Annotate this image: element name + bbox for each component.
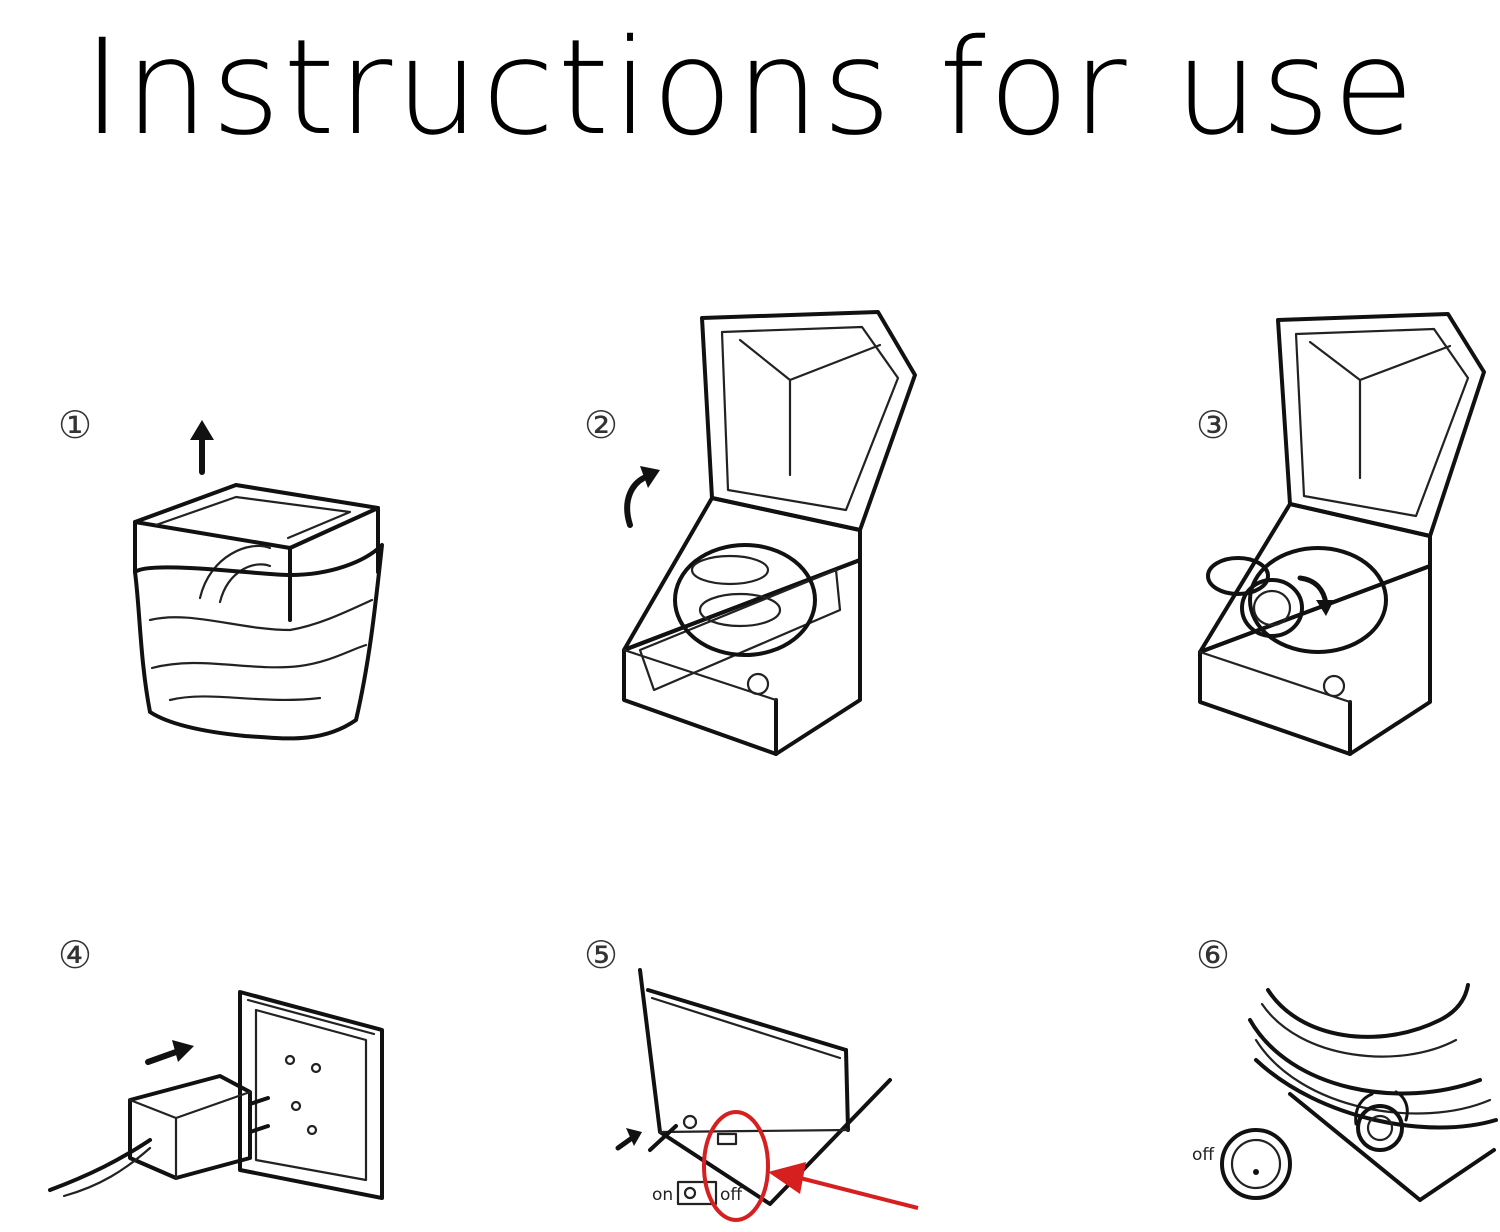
page-title: Instructions for use — [82, 10, 1418, 165]
box-in-bag-illustration — [133, 420, 384, 741]
step-6-number: ⑥ — [1196, 933, 1231, 977]
highlight-arrow-icon — [768, 1162, 919, 1210]
cable-arrow-icon — [615, 1128, 642, 1151]
right-arrow-icon — [145, 1040, 194, 1065]
highlight-circle — [702, 1110, 770, 1222]
control-dial-illustration: off — [1192, 983, 1498, 1202]
rotate-arrow-icon — [1354, 1090, 1409, 1126]
open-winder-illustration — [622, 310, 917, 756]
switch-off-label: off — [720, 1185, 743, 1205]
zoomed-dial-icon — [1220, 1128, 1292, 1200]
step-5-number: ⑤ — [584, 933, 619, 977]
dial-icon — [1356, 1104, 1404, 1152]
curved-arrow-icon — [624, 466, 660, 528]
switch-on-label: on — [652, 1185, 673, 1205]
power-switch-illustration: on off — [615, 968, 919, 1222]
dial-off-label: off — [1192, 1145, 1215, 1165]
step-2-number: ② — [584, 403, 619, 447]
insert-arrow-icon — [1297, 575, 1334, 616]
step-4-number: ④ — [58, 933, 93, 977]
switch-icon — [676, 1180, 718, 1206]
watch-icon — [1206, 556, 1304, 638]
up-arrow-icon — [190, 420, 214, 475]
insert-watch-illustration — [1198, 312, 1486, 756]
step-1-number: ① — [58, 403, 93, 447]
step-3-number: ③ — [1196, 403, 1231, 447]
plug-adapter-illustration — [48, 990, 384, 1200]
